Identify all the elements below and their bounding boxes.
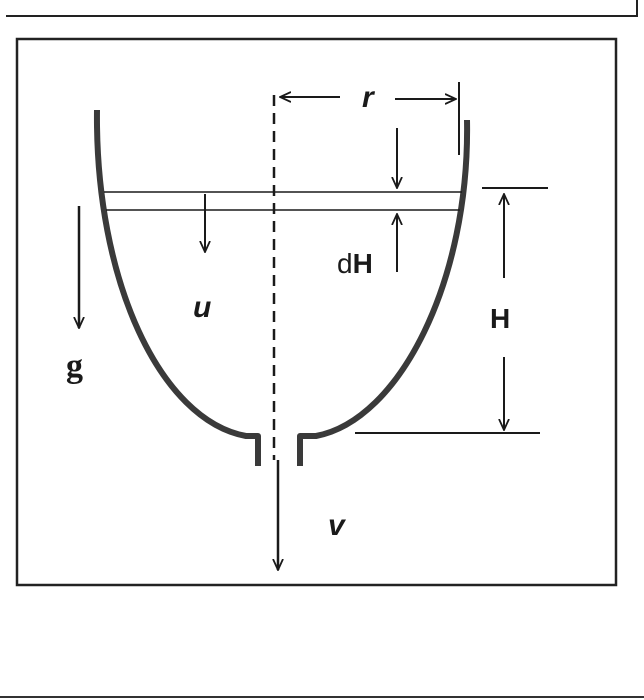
label-dH-d: d	[337, 248, 353, 279]
diagram-frame	[15, 37, 618, 587]
top-frame-remnant	[6, 0, 638, 17]
label-v: v	[328, 509, 347, 542]
liquid-surface	[104, 191, 462, 211]
label-dH: dH	[337, 248, 373, 279]
vessel	[93, 109, 471, 466]
radius-dimension	[280, 82, 460, 155]
label-dH-H: H	[353, 248, 373, 279]
label-r: r	[362, 81, 376, 114]
label-H: H	[490, 303, 510, 334]
label-u: u	[193, 291, 211, 324]
height-dimension	[355, 187, 548, 434]
vessel-right-wall	[297, 119, 471, 466]
vessel-left-wall	[93, 109, 261, 466]
label-g: g	[66, 348, 83, 385]
